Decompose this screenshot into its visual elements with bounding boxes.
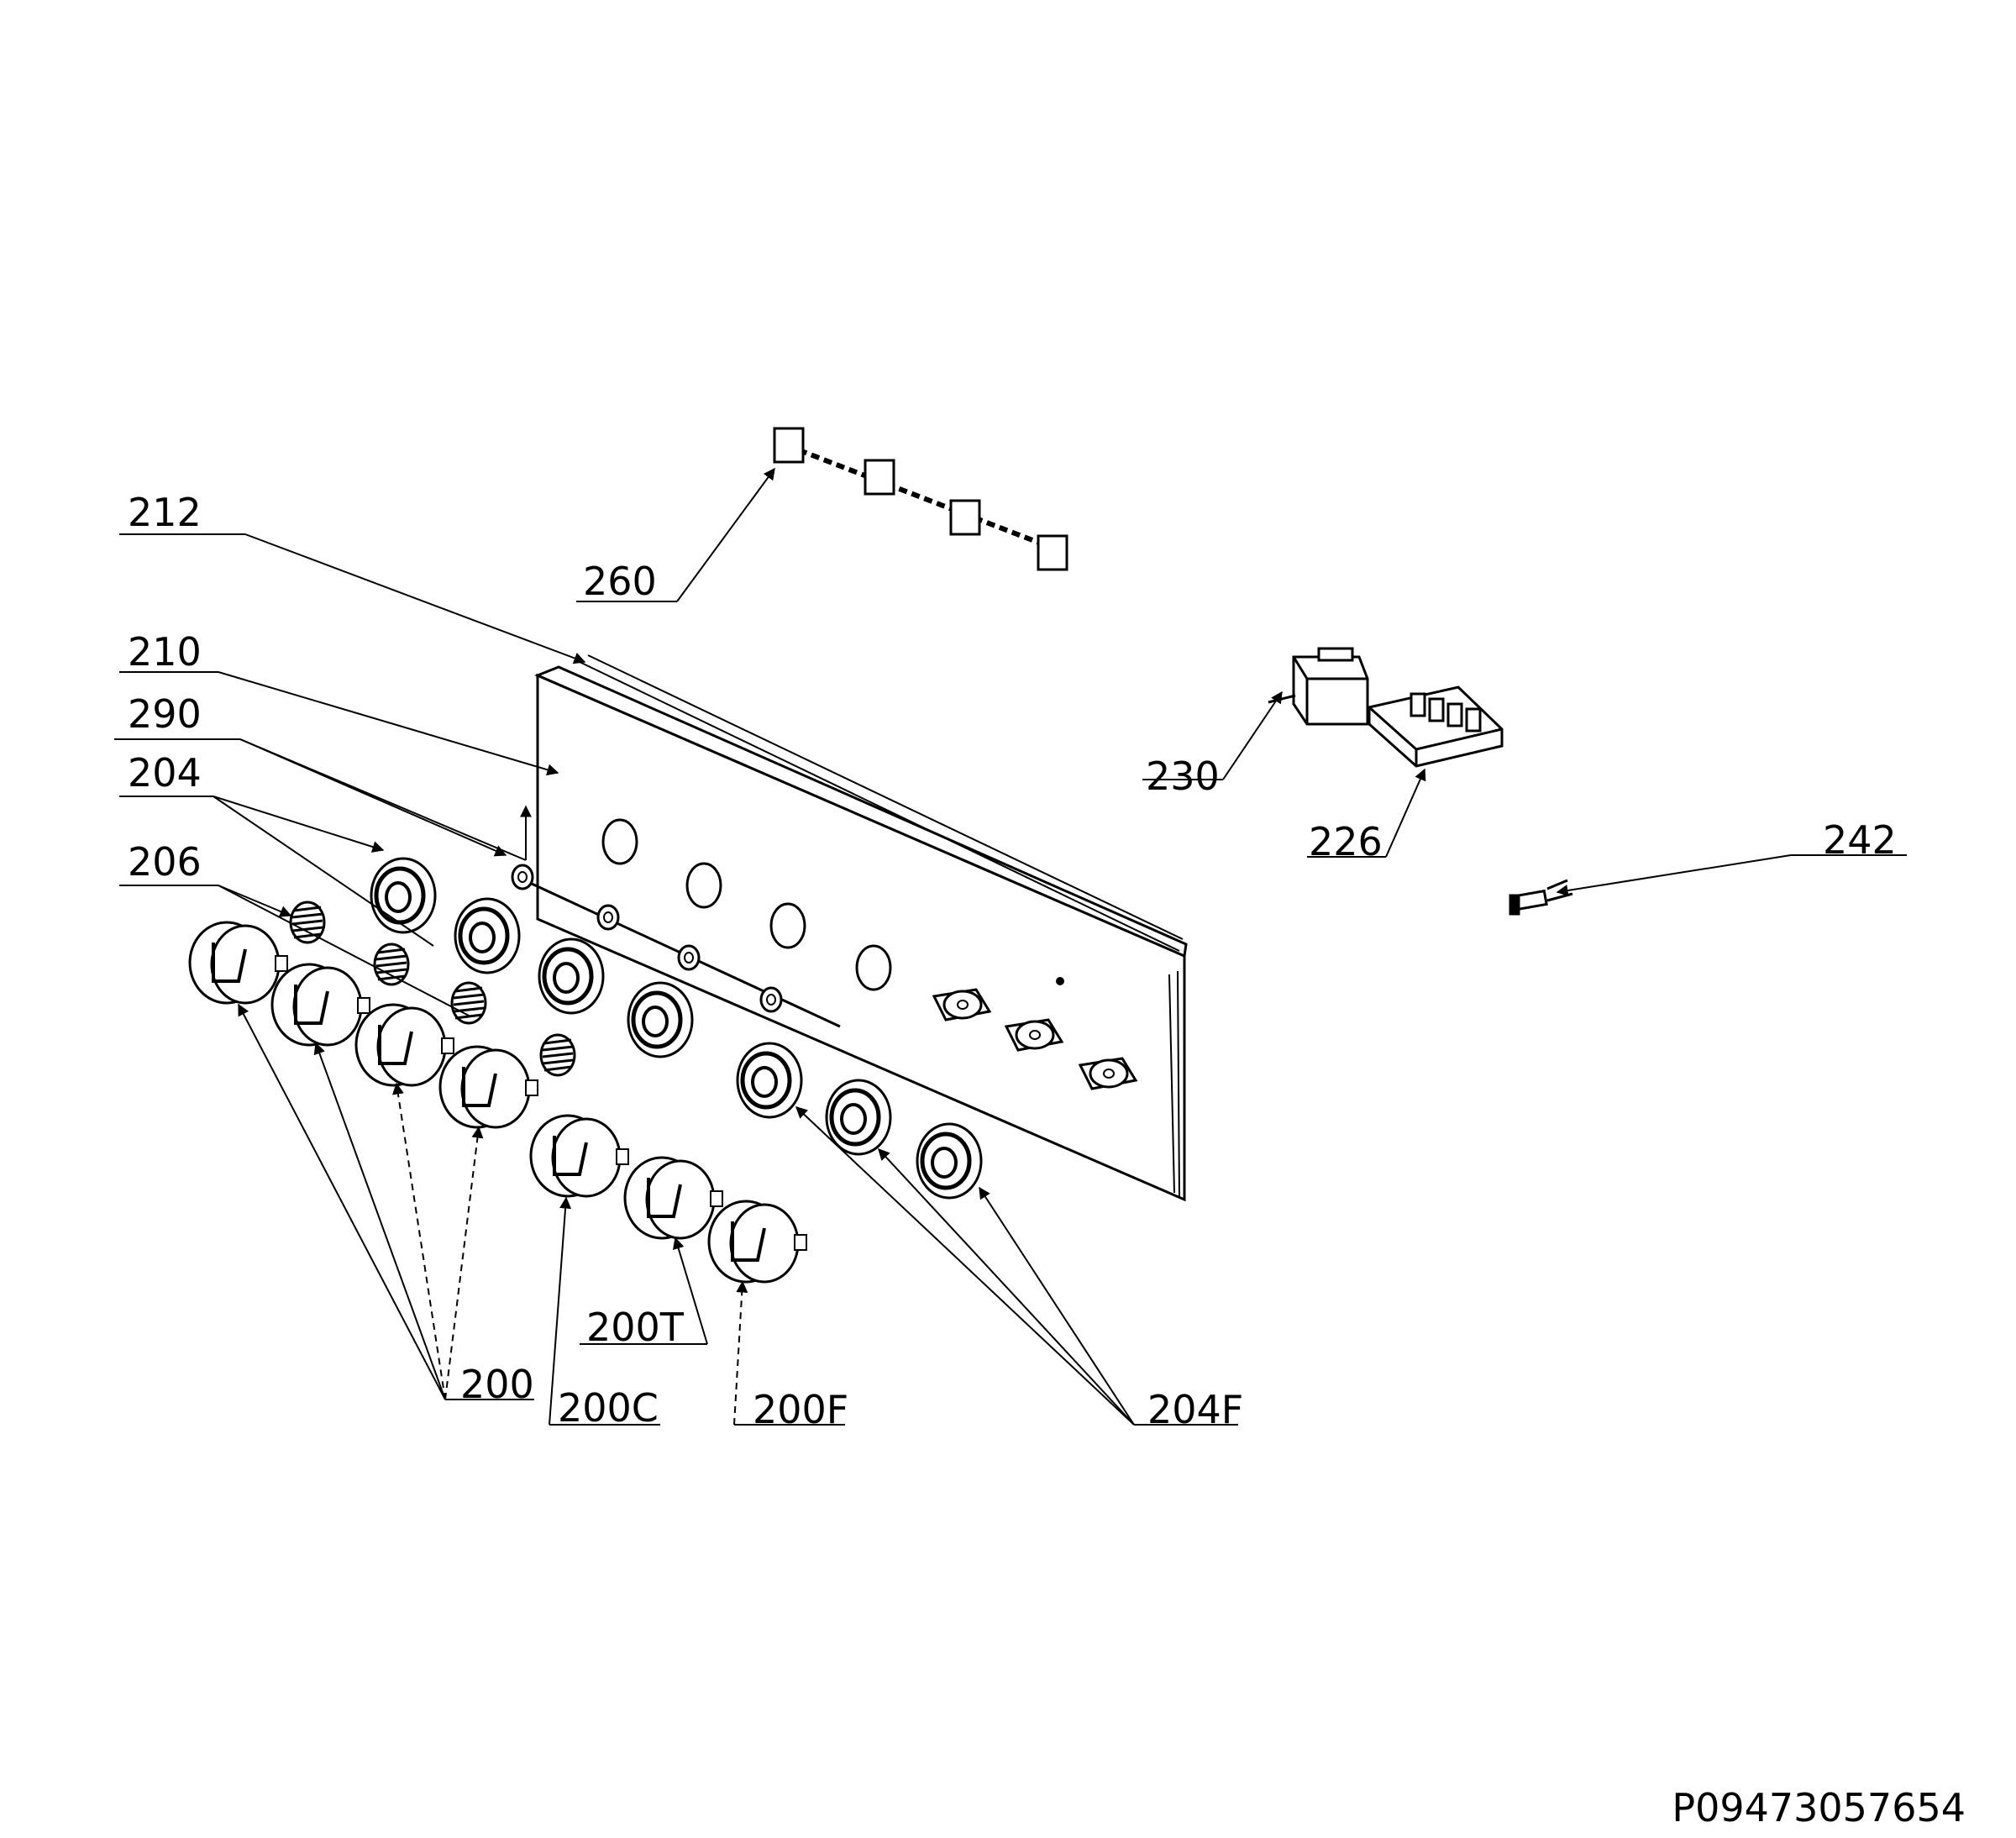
- document-id: P09473057654: [1672, 1785, 1966, 1830]
- panel-hole: [769, 902, 806, 949]
- label-200C: 200C: [558, 1385, 659, 1431]
- leader-lines: [114, 467, 1907, 1426]
- part-labels: 212 260 210 290 204 206 230 226 242 200 …: [128, 490, 1897, 1432]
- knob-200T: [623, 1156, 724, 1240]
- label-260: 260: [583, 559, 657, 604]
- panel-hole: [685, 862, 722, 909]
- label-290: 290: [128, 691, 202, 737]
- knob-200F: [707, 1200, 808, 1284]
- label-230: 230: [1146, 754, 1220, 799]
- label-242: 242: [1823, 817, 1897, 863]
- part-226-switch: [1368, 685, 1504, 768]
- part-242: [1509, 879, 1573, 916]
- label-206: 206: [128, 839, 202, 885]
- label-200: 200: [460, 1362, 534, 1407]
- panel-hole: [855, 944, 892, 991]
- label-200T: 200T: [586, 1305, 685, 1350]
- label-204: 204: [128, 750, 202, 796]
- label-210: 210: [128, 629, 202, 675]
- knob-200C: [529, 1114, 630, 1198]
- label-200F: 200F: [753, 1387, 848, 1432]
- part-230-switch: [1268, 647, 1369, 726]
- label-226: 226: [1309, 819, 1383, 864]
- control-panel: [520, 654, 1188, 1202]
- panel-hole: [601, 818, 638, 865]
- label-212: 212: [128, 490, 202, 535]
- part-260-strip: [773, 427, 1068, 571]
- label-204F: 204F: [1147, 1387, 1243, 1432]
